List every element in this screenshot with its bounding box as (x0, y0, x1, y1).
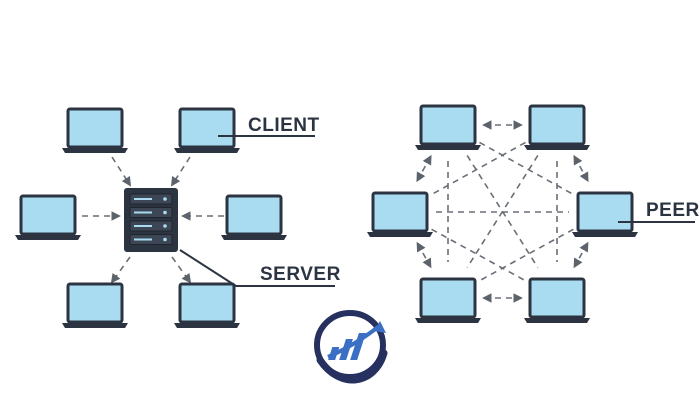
server-rack-icon (124, 188, 178, 252)
client-laptop-mid-left (15, 194, 81, 240)
server-label: SERVER (260, 264, 341, 285)
peer-callout: PEER (618, 200, 700, 223)
client-laptop-top-left (62, 107, 128, 153)
peer-label: PEER (646, 200, 700, 221)
peer-laptops (367, 104, 638, 323)
client-laptop-bottom-left (62, 282, 128, 328)
peer-laptop-left (367, 191, 433, 237)
growth-chart-logo (314, 310, 388, 384)
server-callout: SERVER (179, 249, 341, 287)
client-server-connectors (82, 156, 224, 284)
peer-laptop-top-right (524, 104, 590, 150)
client-laptop-top-right (174, 107, 240, 153)
client-laptop-mid-right (221, 194, 287, 240)
peer-laptop-bottom-left (415, 277, 481, 323)
peer-laptop-bottom-right (524, 277, 590, 323)
peer-laptop-right (572, 191, 638, 237)
peer-laptop-top-left (415, 104, 481, 150)
client-laptops (15, 107, 287, 328)
client-label: CLIENT (248, 115, 320, 136)
peer-to-peer-connectors (416, 120, 589, 303)
client-callout: CLIENT (218, 115, 320, 137)
client-laptop-bottom-right (174, 282, 240, 328)
